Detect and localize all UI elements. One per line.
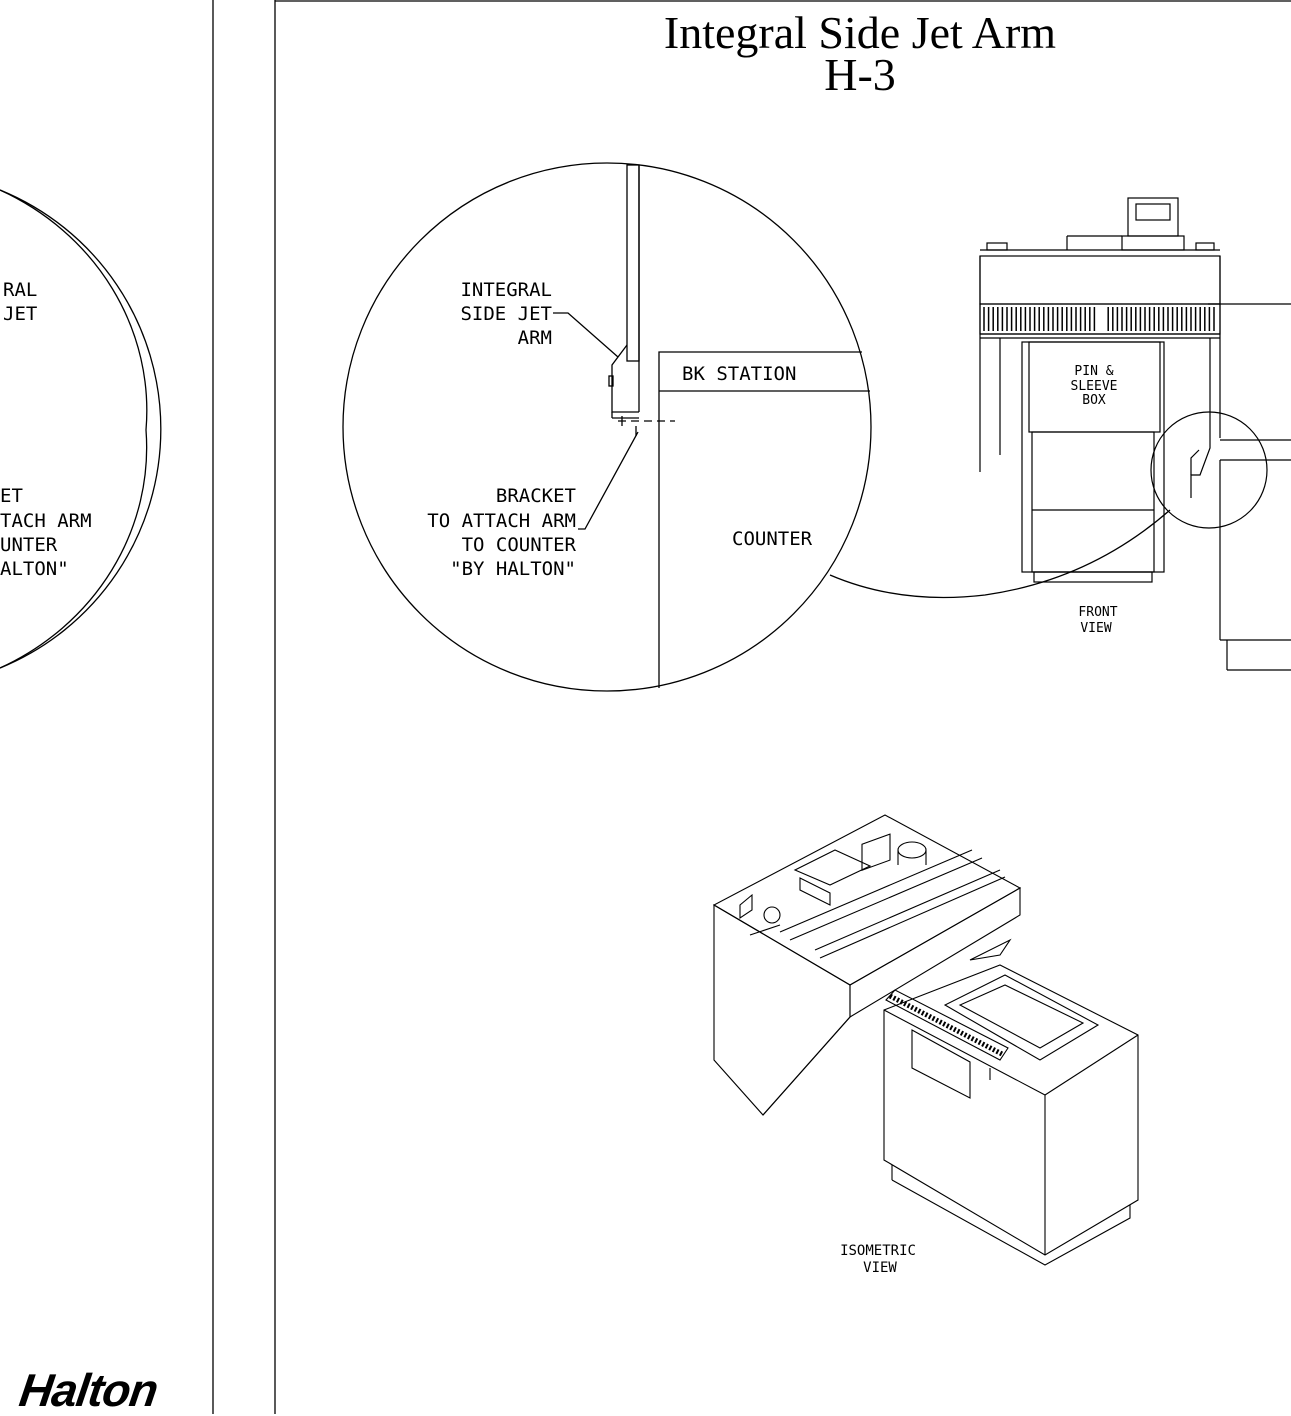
integral-arm-leader xyxy=(553,312,619,358)
front-view-caption-1: FRONT xyxy=(1078,605,1117,620)
left-integral-label-1: RAL xyxy=(3,279,37,301)
bracket-label-3: TO COUNTER xyxy=(462,534,577,556)
integral-arm-label-1: INTEGRAL xyxy=(460,279,552,301)
pin-sleeve-label-2: SLEEVE xyxy=(1071,379,1118,394)
bracket-label-1: BRACKET xyxy=(496,485,576,507)
left-bracket-label-1: ET xyxy=(0,485,23,507)
counter-label: COUNTER xyxy=(732,528,813,550)
isometric-caption-1: ISOMETRIC xyxy=(840,1243,916,1259)
front-view-detail-circle xyxy=(1150,411,1268,529)
iso-filter-bank xyxy=(888,993,1004,1057)
side-jet-arm-nozzle xyxy=(611,344,639,413)
isometric-view xyxy=(712,814,1139,1266)
detail-circle xyxy=(342,162,1171,692)
detail-labels: INTEGRAL SIDE JET ARM BK STATION COUNTER… xyxy=(427,279,812,580)
isometric-labels: ISOMETRIC VIEW xyxy=(840,1243,916,1276)
side-jet-arm-column xyxy=(626,164,640,362)
bracket-label-2: TO ATTACH ARM xyxy=(427,510,576,532)
front-view-caption-2: VIEW xyxy=(1080,621,1111,636)
bracket-leader xyxy=(578,431,639,530)
isometric-caption-2: VIEW xyxy=(863,1260,897,1276)
left-detail-labels: RAL JET ET TACH ARM UNTER ALTON" xyxy=(0,279,92,580)
drawing-subtitle: H-3 xyxy=(824,49,896,100)
halton-logo: Halton xyxy=(16,1364,161,1416)
left-bracket-label-3: UNTER xyxy=(0,534,58,556)
integral-arm-label-3: ARM xyxy=(518,327,552,349)
pin-sleeve-label-3: BOX xyxy=(1082,393,1106,408)
bk-station-label: BK STATION xyxy=(682,363,796,385)
left-detail-circle xyxy=(0,189,162,669)
front-view-labels: PIN & SLEEVE BOX FRONT VIEW xyxy=(1071,364,1118,636)
left-bracket-label-2: TACH ARM xyxy=(0,510,92,532)
bracket-label-4: "BY HALTON" xyxy=(450,558,576,580)
left-integral-label-2: JET xyxy=(3,303,37,325)
filter-bank xyxy=(983,307,1215,331)
drawing-title: Integral Side Jet Arm xyxy=(663,7,1057,58)
bk-station-box xyxy=(658,351,862,688)
pin-sleeve-label-1: PIN & xyxy=(1074,364,1113,379)
integral-arm-label-2: SIDE JET xyxy=(460,303,552,325)
detail-callout-arc xyxy=(829,509,1171,599)
left-bracket-label-4: ALTON" xyxy=(0,558,69,580)
front-view xyxy=(979,197,1291,671)
